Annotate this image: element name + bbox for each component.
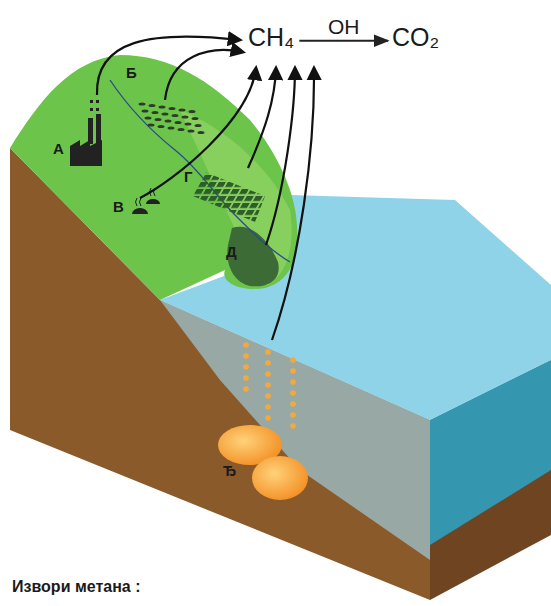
formula-text: CO₂ [392,24,439,52]
legend-heading: Извори метана : [12,578,141,596]
landfill [132,188,160,214]
river [110,80,290,262]
gas-bubbles [243,342,296,429]
rice-field [193,172,265,222]
source-letter: В [113,198,124,215]
source-arrows [97,37,314,340]
source-letter: Б [126,64,137,81]
factory [70,100,102,166]
formula-node: CH₄ [248,24,294,52]
source-letter: Д [226,243,237,260]
cattle [139,102,205,134]
source-letter: Г [184,168,193,185]
source-letter: А [53,140,64,157]
source-letter: Ђ [223,462,236,479]
formula-text: CH₄ [248,24,294,52]
methane-hydrate [252,456,308,500]
reaction-arrow [299,40,388,42]
reagent-label: OH [328,15,360,38]
land-surface [10,55,297,300]
formula-node: CO₂ [392,24,439,52]
